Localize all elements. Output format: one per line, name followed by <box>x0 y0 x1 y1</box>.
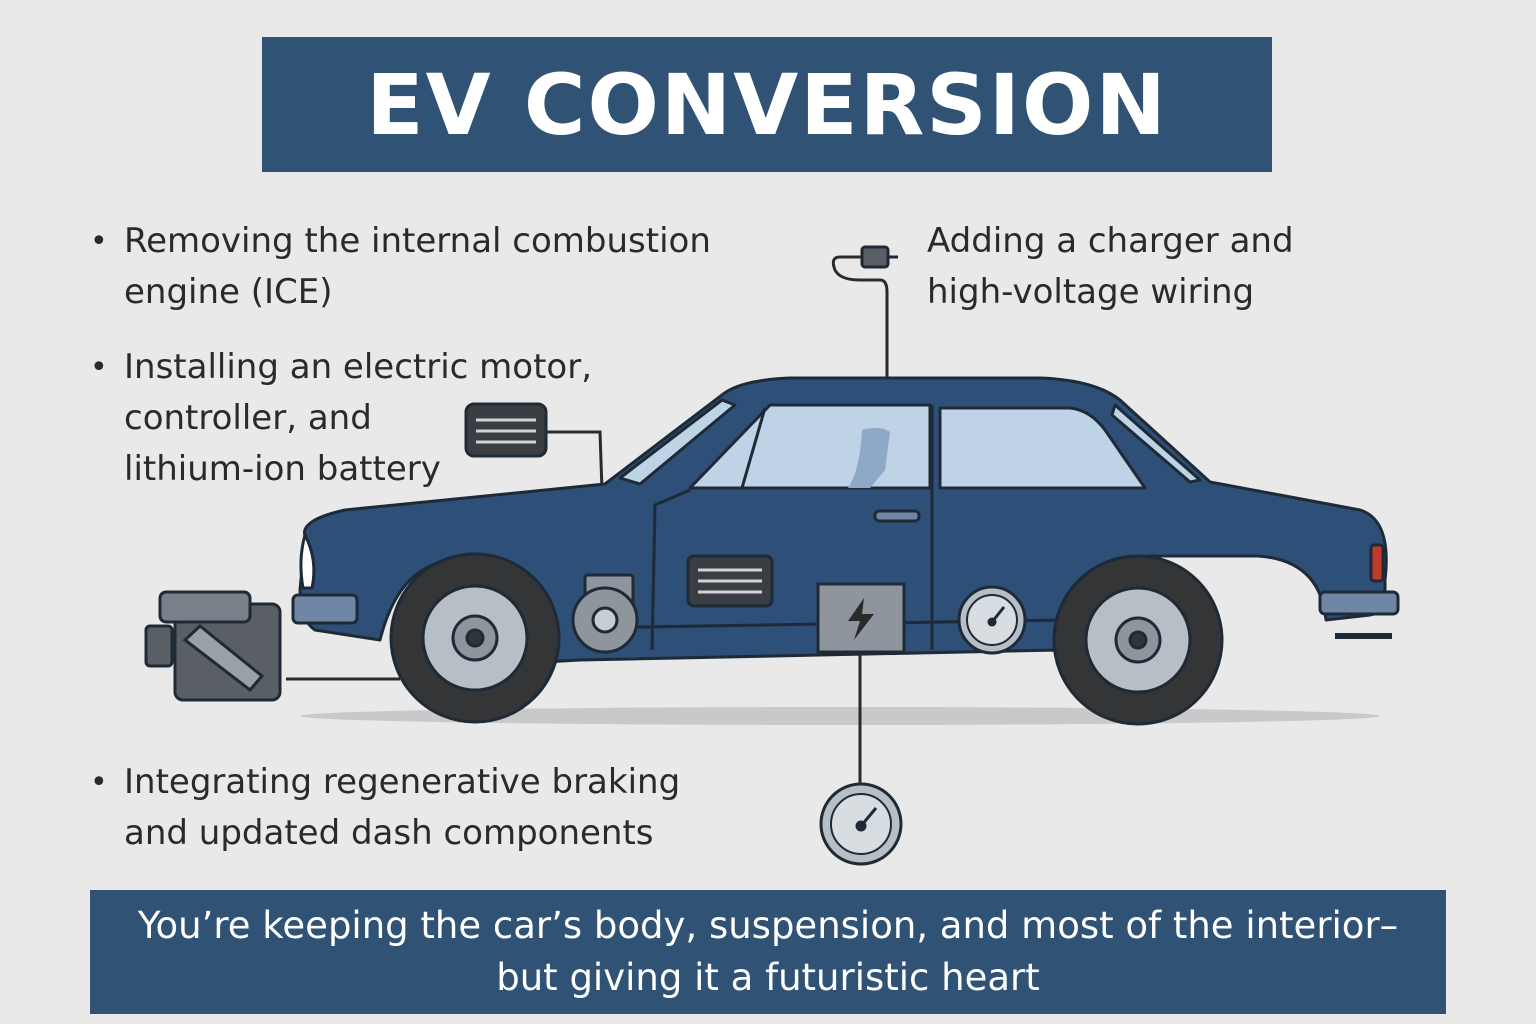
bullet-text: lithium-ion battery <box>124 449 441 489</box>
gauge-icon-car <box>957 585 1027 655</box>
door-outline <box>650 488 691 651</box>
windshield <box>618 398 737 486</box>
headlight <box>299 533 316 590</box>
inverter-icon <box>686 554 774 608</box>
callout-charger: Adding a charger and high-voltage wiring <box>927 216 1294 318</box>
title-banner: EV CONVERSION <box>262 37 1272 172</box>
bullet-text: Integrating regenerative braking <box>124 762 681 802</box>
bullet-text: controller, and <box>124 398 372 438</box>
bullet-text: engine (ICE) <box>124 272 333 312</box>
footer-text: You’re keeping the car’s body, suspensio… <box>137 904 1399 947</box>
bullet-regen-braking: • Integrating regenerative braking and u… <box>90 757 681 859</box>
rear-wheel <box>1052 554 1224 726</box>
callout-text: Adding a charger and <box>927 221 1294 261</box>
controller-icon <box>464 402 548 458</box>
gauge-icon-dash <box>819 782 903 866</box>
rear-quarter-glass <box>1110 403 1202 484</box>
rear-window <box>938 406 1147 490</box>
front-bumper <box>291 593 359 625</box>
door-handle <box>873 509 921 523</box>
footer-text: but giving it a futuristic heart <box>496 956 1040 999</box>
battery-icon <box>816 582 906 654</box>
bullet-text: Installing an electric motor, <box>124 347 592 387</box>
front-wheel <box>389 552 561 724</box>
motor-icon <box>571 573 639 654</box>
bullet-dot: • <box>90 350 108 385</box>
car <box>291 376 1400 664</box>
bullet-dot: • <box>90 765 108 800</box>
bullet-text: Removing the internal combustion <box>124 221 711 261</box>
bullet-install-motor: • Installing an electric motor, controll… <box>90 342 592 495</box>
bullet-dot: • <box>90 224 108 259</box>
charger-plug-icon <box>860 245 898 269</box>
callout-text: high-voltage wiring <box>927 272 1255 312</box>
footer-banner: You’re keeping the car’s body, suspensio… <box>90 890 1446 1014</box>
rear-bumper <box>1318 590 1400 616</box>
engine-icon <box>144 590 282 702</box>
page-title: EV CONVERSION <box>366 55 1168 154</box>
tail-light <box>1369 543 1385 583</box>
seat <box>848 427 890 488</box>
bullet-text: and updated dash components <box>124 813 654 853</box>
window-pillar <box>740 407 767 489</box>
charger-wire <box>831 255 889 390</box>
bullet-remove-ice: • Removing the internal combustion engin… <box>90 216 711 318</box>
